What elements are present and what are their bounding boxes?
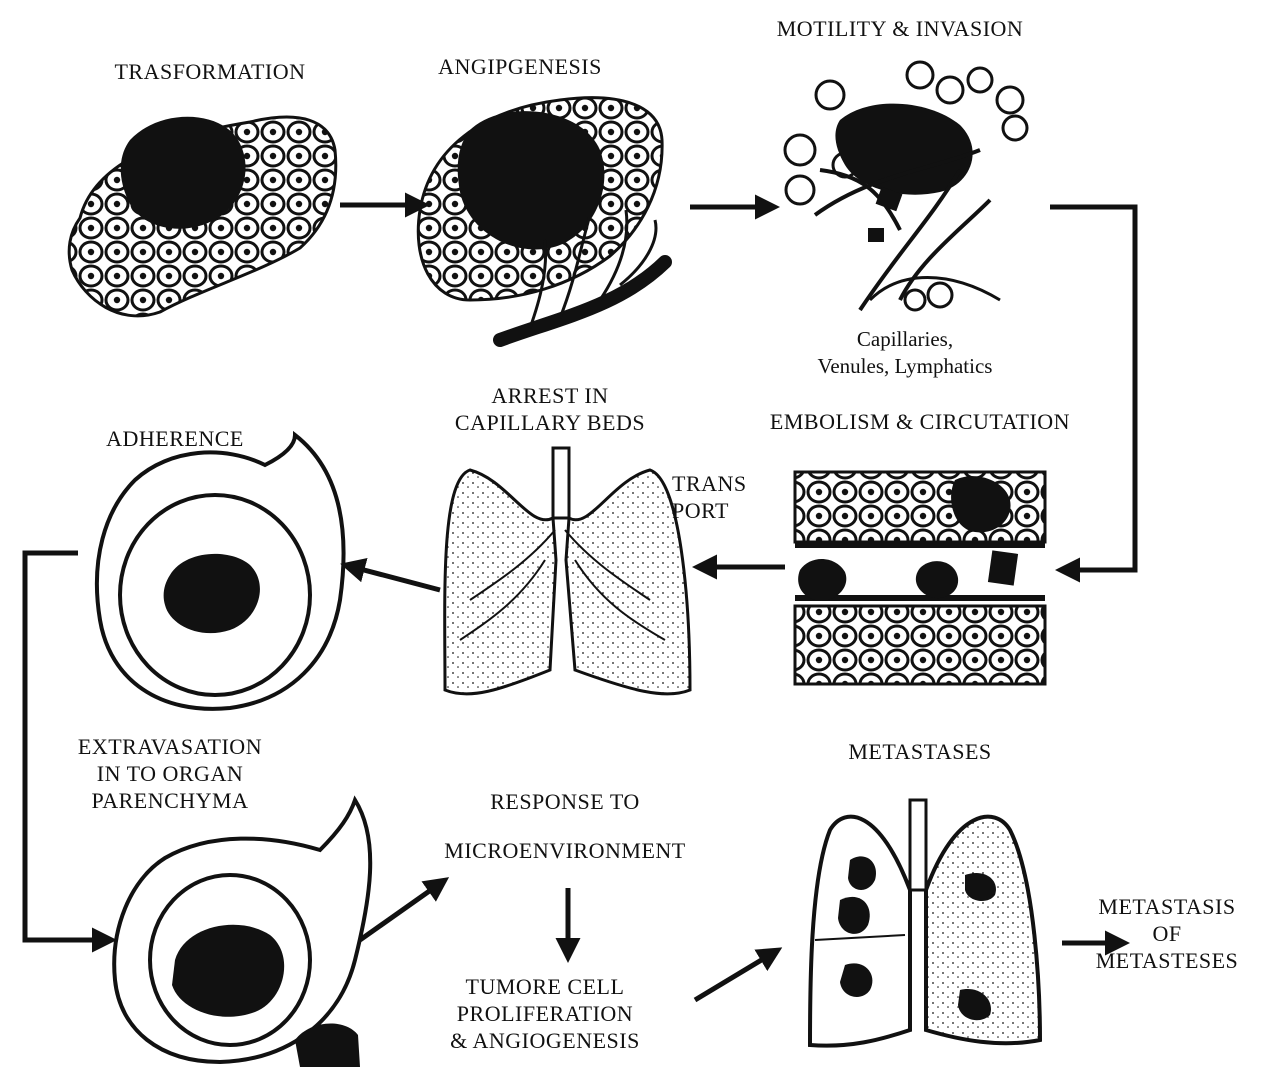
label-proliferation: TUMORE CELL PROLIFERATION & ANGIOGENESIS	[410, 973, 680, 1054]
label-vessels-line2: Venules, Lymphatics	[760, 353, 1050, 380]
label-transformation: TRASFORMATION	[85, 58, 335, 85]
label-adherence: ADHERENCE	[75, 425, 275, 452]
label-extravasation-line3: PARENCHYMA	[40, 787, 300, 814]
transformation-illustration	[69, 117, 336, 316]
label-proliferation-line3: & ANGIOGENESIS	[410, 1027, 680, 1054]
label-transport: TRANS PORT	[672, 470, 782, 524]
angiogenesis-illustration	[418, 98, 665, 340]
label-extravasation: EXTRAVASATION IN TO ORGAN PARENCHYMA	[40, 733, 300, 814]
label-mom-line3: METASTESES	[1072, 947, 1262, 974]
label-vessels-line1: Capillaries,	[760, 326, 1050, 353]
label-metastases: METASTASES	[815, 738, 1025, 765]
label-transport-line2: PORT	[672, 497, 782, 524]
label-response-line2: MICROENVIRONMENT	[400, 837, 730, 864]
adherence-illustration	[97, 435, 344, 709]
label-proliferation-line2: PROLIFERATION	[410, 1000, 680, 1027]
label-extravasation-line1: EXTRAVASATION	[40, 733, 300, 760]
label-mom-line1: METASTASIS	[1072, 893, 1262, 920]
label-response-line1: RESPONSE TO	[400, 788, 730, 815]
label-response: RESPONSE TO MICROENVIRONMENT	[400, 788, 730, 864]
label-proliferation-line1: TUMORE CELL	[410, 973, 680, 1000]
arrow-proliferation-to-metastases	[695, 950, 778, 1000]
label-mom-line2: OF	[1072, 920, 1262, 947]
embolism-illustration	[795, 472, 1045, 684]
label-embolism: EMBOLISM & CIRCUTATION	[725, 408, 1115, 435]
arrow-arrest-to-adherence	[345, 565, 440, 590]
arrow-extravasation-to-response	[360, 880, 445, 940]
arrest-lungs-illustration	[445, 448, 690, 694]
label-vessels: Capillaries, Venules, Lymphatics	[760, 326, 1050, 380]
motility-illustration	[785, 62, 1027, 310]
label-transport-line1: TRANS	[672, 470, 782, 497]
label-metastasis-of-metastases: METASTASIS OF METASTESES	[1072, 893, 1262, 974]
label-arrest-line2: CAPILLARY BEDS	[420, 409, 680, 436]
extravasation-illustration	[114, 800, 370, 1067]
arrow-motility-to-embolism	[1050, 207, 1135, 570]
label-extravasation-line2: IN TO ORGAN	[40, 760, 300, 787]
label-motility: MOTILITY & INVASION	[740, 15, 1060, 42]
metastases-lungs-illustration	[810, 800, 1040, 1046]
label-arrest: ARREST IN CAPILLARY BEDS	[420, 382, 680, 436]
label-arrest-line1: ARREST IN	[420, 382, 680, 409]
label-angiogenesis: ANGIPGENESIS	[405, 53, 635, 80]
